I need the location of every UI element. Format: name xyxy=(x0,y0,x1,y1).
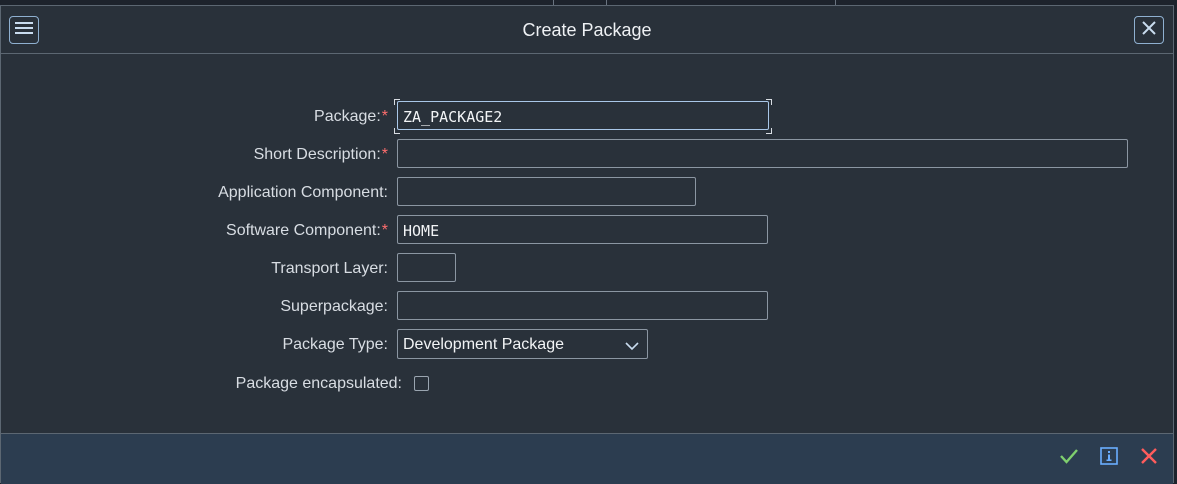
transport-layer-input[interactable] xyxy=(397,253,456,282)
transport-layer-label: Transport Layer: xyxy=(271,260,388,278)
focus-corner xyxy=(394,99,400,105)
software-component-input[interactable]: HOME xyxy=(397,215,768,244)
create-package-dialog: Create Package Package:* ZA_PACKAGE2 Sho… xyxy=(0,5,1174,483)
package-type-label: Package Type: xyxy=(282,336,388,354)
required-marker: * xyxy=(382,108,388,125)
package-encapsulated-checkbox[interactable] xyxy=(414,376,429,391)
package-label: Package:* xyxy=(314,108,388,126)
application-component-input[interactable] xyxy=(397,177,696,206)
chevron-down-icon xyxy=(625,338,639,356)
software-component-input-value: HOME xyxy=(403,222,439,240)
dialog-footer xyxy=(1,433,1173,484)
cancel-button[interactable] xyxy=(1138,447,1160,469)
close-button[interactable] xyxy=(1134,16,1164,44)
package-type-select[interactable]: Development Package xyxy=(397,329,648,359)
close-icon xyxy=(1142,21,1156,40)
required-marker: * xyxy=(382,146,388,163)
package-form: Package:* ZA_PACKAGE2 Short Description:… xyxy=(1,53,1173,433)
required-marker: * xyxy=(382,222,388,239)
info-icon xyxy=(1100,447,1118,470)
package-type-selected-value: Development Package xyxy=(403,336,564,353)
cancel-icon xyxy=(1140,447,1158,470)
focus-corner xyxy=(766,128,772,134)
info-button[interactable] xyxy=(1098,447,1120,469)
focus-corner xyxy=(766,99,772,105)
superpackage-input[interactable] xyxy=(397,291,768,320)
dialog-title: Create Package xyxy=(1,20,1173,41)
package-input-value: ZA_PACKAGE2 xyxy=(403,108,502,126)
confirm-button[interactable] xyxy=(1058,447,1080,469)
short-description-input[interactable] xyxy=(397,139,1128,168)
checkmark-icon xyxy=(1060,448,1078,469)
package-input[interactable]: ZA_PACKAGE2 xyxy=(397,101,769,130)
short-description-label: Short Description:* xyxy=(254,146,388,164)
focus-corner xyxy=(394,128,400,134)
package-encapsulated-label: Package encapsulated: xyxy=(236,375,402,393)
dialog-title-bar: Create Package xyxy=(1,6,1173,54)
software-component-label: Software Component:* xyxy=(226,222,388,240)
application-component-label: Application Component: xyxy=(218,184,388,202)
superpackage-label: Superpackage: xyxy=(280,298,388,316)
